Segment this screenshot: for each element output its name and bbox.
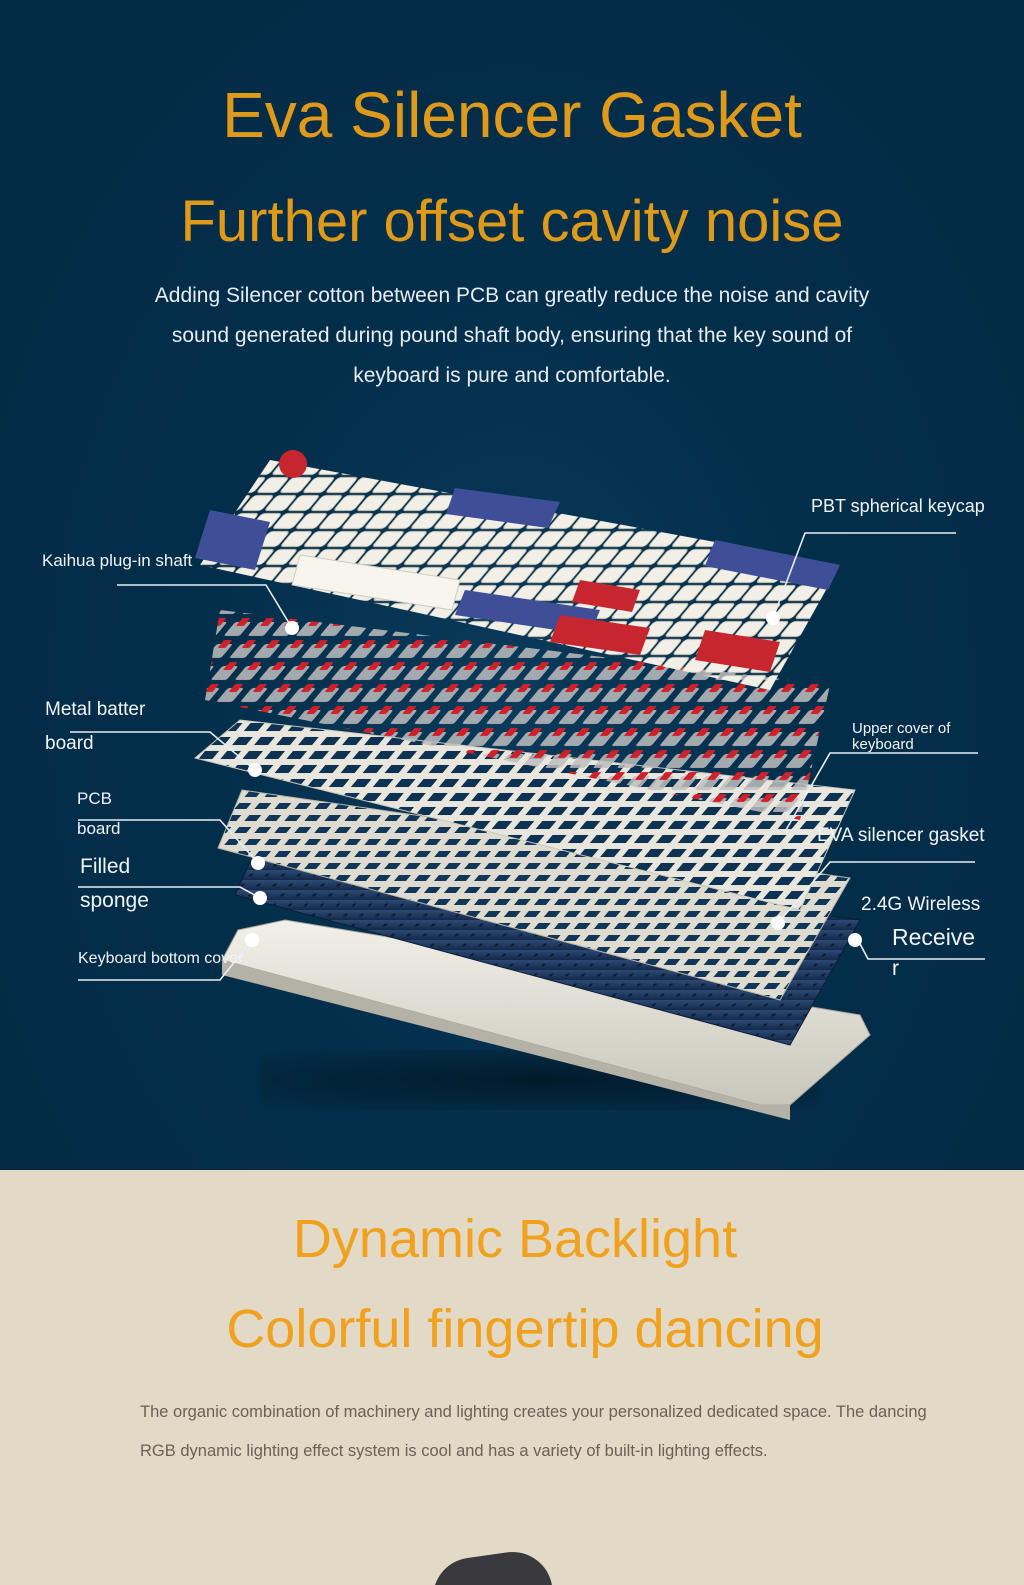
section-title: Eva Silencer Gasket	[222, 79, 802, 151]
label-pcb-1: PCB	[77, 789, 112, 808]
label-metal-plate-1: Metal batter	[45, 699, 146, 720]
label-sponge-1: Filled	[80, 855, 131, 878]
label-pcb-2: board	[77, 819, 121, 838]
label-sponge-2: sponge	[80, 889, 149, 912]
label-keycap: PBT spherical keycap	[811, 496, 985, 516]
label-eva-gasket: EVA silencer gasket	[817, 825, 985, 846]
label-metal-plate-2: board	[45, 733, 94, 754]
exploded-keyboard-diagram	[70, 450, 985, 1120]
label-bottom-cover: Keyboard bottom cover	[78, 950, 244, 967]
label-wireless: 2.4G Wireless	[861, 894, 981, 915]
label-receiver-1: Receive	[892, 924, 976, 950]
section-description: Adding Silencer cotton between PCB can g…	[154, 284, 870, 387]
label-upper-cover-2: keyboard	[852, 736, 914, 753]
label-upper-cover-1: Upper cover of	[852, 720, 951, 737]
section-subtitle: Further offset cavity noise	[180, 189, 844, 254]
label-receiver-2: r	[892, 957, 899, 980]
backlight-subtitle: Colorful fingertip dancing	[226, 1299, 824, 1359]
top-section: Eva Silencer Gasket Further offset cavit…	[0, 0, 1024, 1170]
backlight-description: The organic combination of machinery and…	[140, 1403, 927, 1460]
backlight-title: Dynamic Backlight	[292, 1209, 738, 1269]
bottom-section	[0, 1170, 1024, 1585]
label-kaihua-shaft: Kaihua plug-in shaft	[42, 551, 193, 570]
